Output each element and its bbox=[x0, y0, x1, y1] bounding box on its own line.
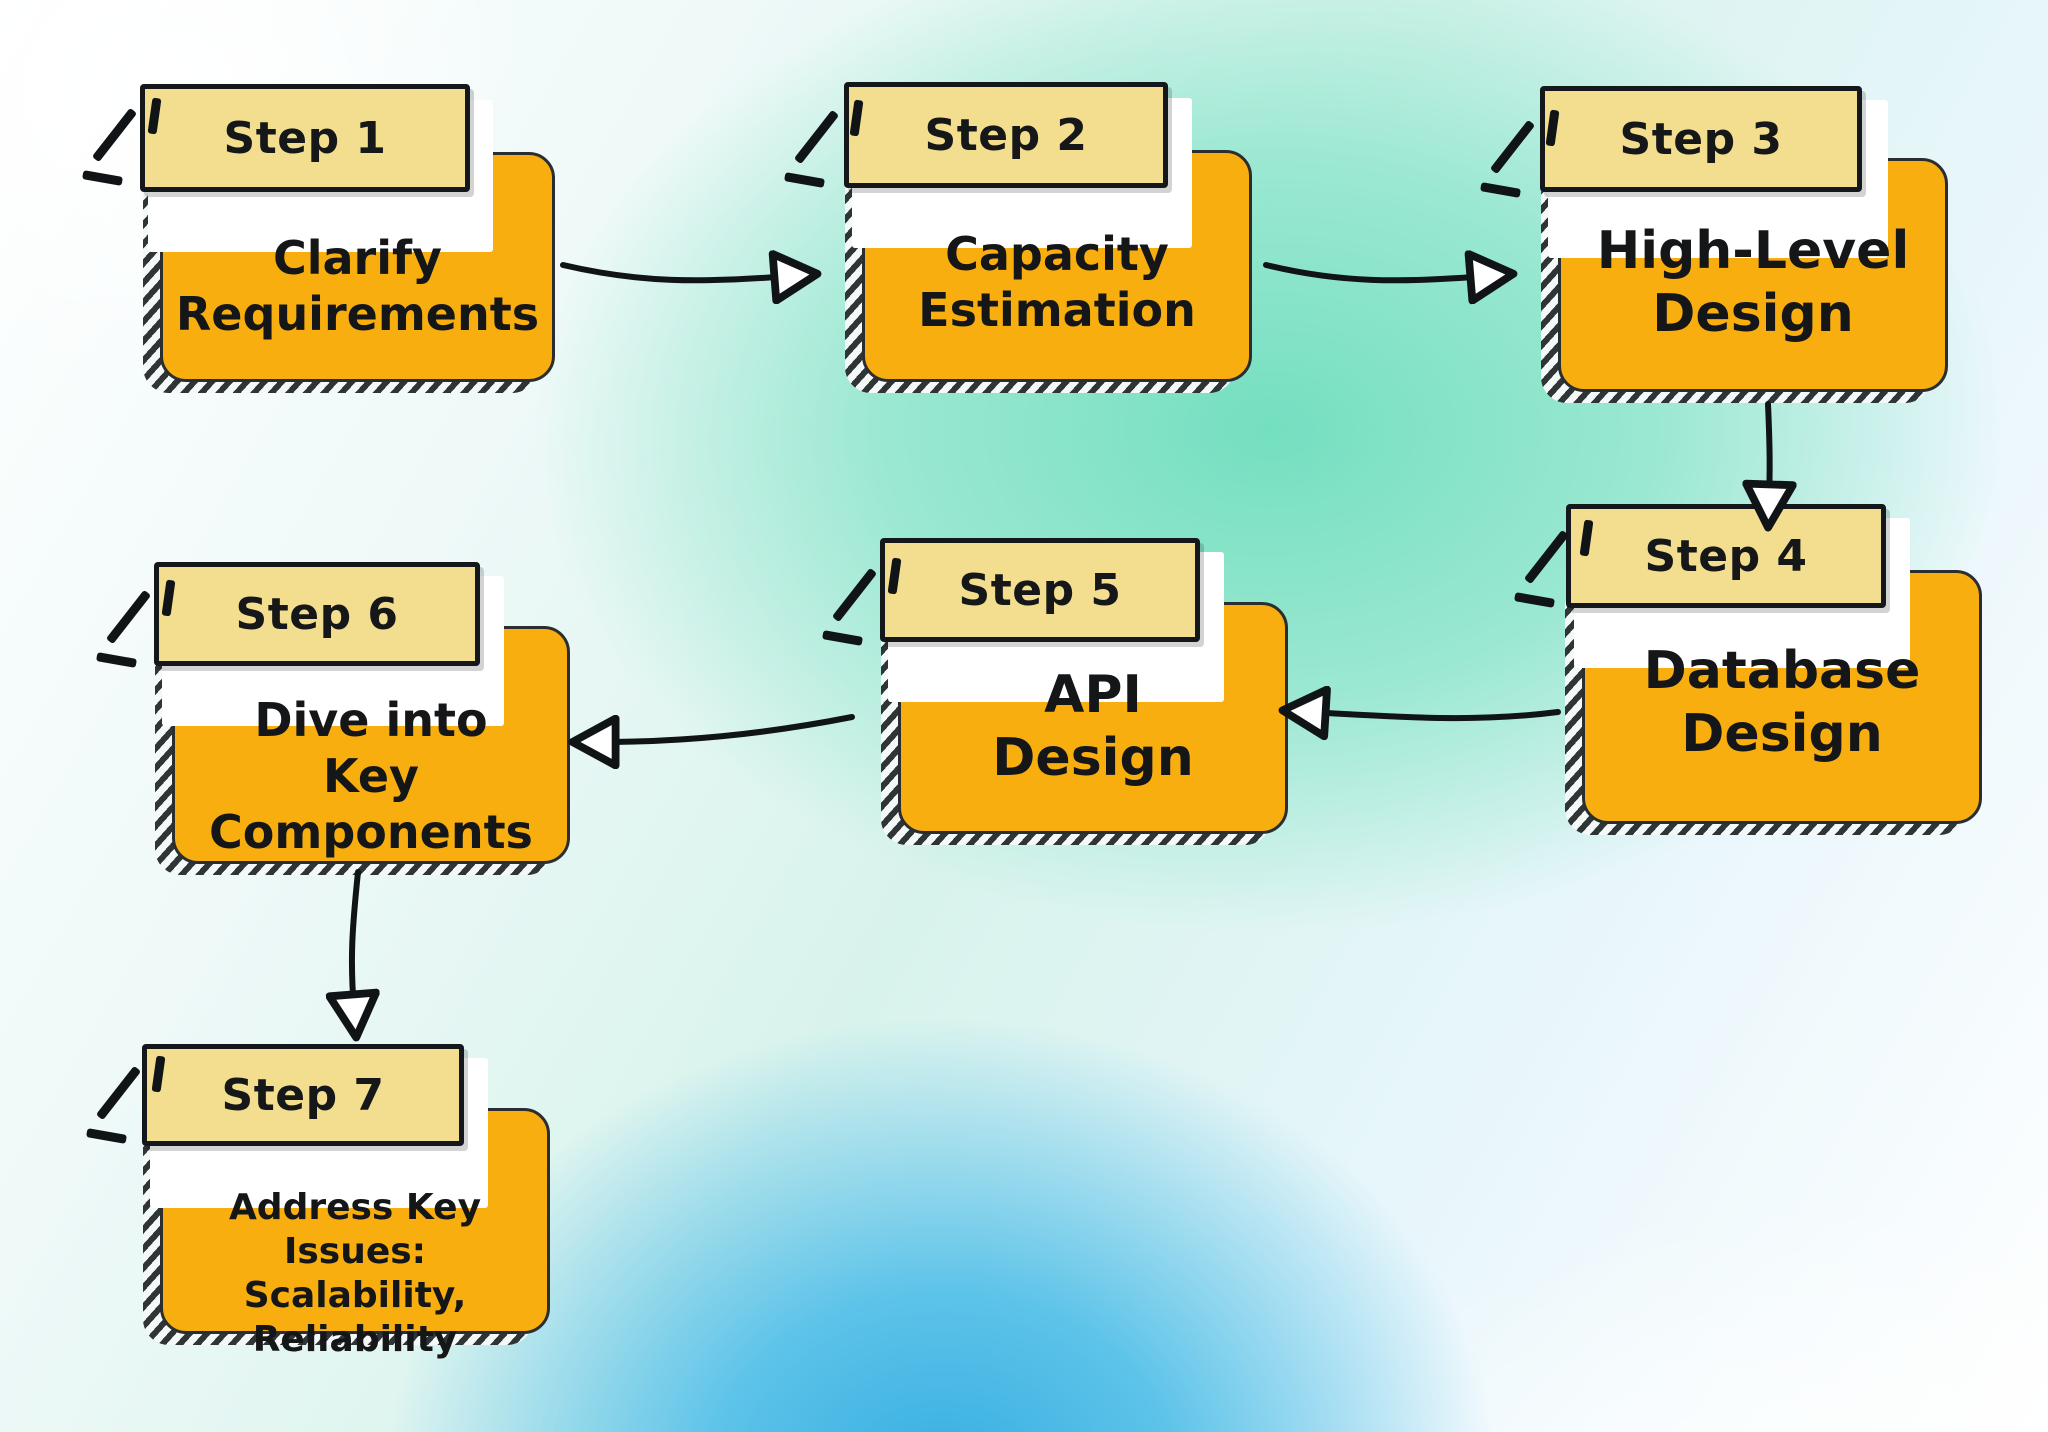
node-label-step6: Dive into Key Components bbox=[209, 693, 533, 860]
sparkle-icon-step2 bbox=[784, 99, 880, 210]
sparkle-icon-step6 bbox=[96, 579, 192, 690]
node-tab-label: Step 3 bbox=[1619, 113, 1783, 165]
edge-step3-step4 bbox=[1768, 401, 1770, 500]
node-tab-step6[interactable]: Step 6 bbox=[154, 562, 480, 666]
node-step6[interactable]: Step 6 Dive into Key Components bbox=[154, 562, 570, 875]
sparkle-icon-step5 bbox=[822, 557, 918, 668]
node-step4[interactable]: Step 4 Database Design bbox=[1565, 504, 1982, 835]
node-step7[interactable]: Step 7 Address Key Issues: Scalability, … bbox=[142, 1044, 550, 1360]
node-tab-label: Step 2 bbox=[924, 109, 1088, 161]
node-label-step4: Database Design bbox=[1643, 641, 1921, 765]
node-label-step1: Clarify Requirements bbox=[175, 231, 540, 342]
edge-step4-step5 bbox=[1310, 712, 1561, 718]
node-tab-step7[interactable]: Step 7 bbox=[142, 1044, 464, 1146]
node-tab-step2[interactable]: Step 2 bbox=[844, 82, 1168, 188]
node-step1[interactable]: Step 1 Clarify Requirements bbox=[140, 84, 555, 393]
node-label-step3: High-Level Design bbox=[1596, 221, 1910, 345]
node-label-step5: API Design bbox=[992, 665, 1194, 789]
edge-step2-step3 bbox=[1263, 265, 1486, 280]
node-tab-label: Step 6 bbox=[235, 588, 399, 640]
node-tab-step5[interactable]: Step 5 bbox=[880, 538, 1200, 642]
node-tab-label: Step 1 bbox=[223, 112, 387, 164]
node-tab-step3[interactable]: Step 3 bbox=[1540, 86, 1862, 192]
sparkle-icon-step4 bbox=[1514, 519, 1610, 630]
node-step3[interactable]: Step 3 High-Level Design bbox=[1540, 86, 1948, 403]
node-label-step2: Capacity Estimation bbox=[918, 227, 1196, 338]
edge-step5-step6 bbox=[600, 714, 855, 742]
node-label-step7: Address Key Issues: Scalability, Reliabi… bbox=[228, 1187, 482, 1360]
node-tab-step4[interactable]: Step 4 bbox=[1566, 504, 1886, 608]
sparkle-icon-step1 bbox=[82, 97, 178, 208]
node-tab-label: Step 5 bbox=[958, 564, 1122, 616]
node-step2[interactable]: Step 2 Capacity Estimation bbox=[844, 82, 1252, 393]
sparkle-icon-step7 bbox=[86, 1055, 182, 1166]
node-step5[interactable]: Step 5 API Design bbox=[880, 538, 1288, 845]
node-tab-step1[interactable]: Step 1 bbox=[140, 84, 470, 192]
node-tab-label: Step 7 bbox=[221, 1069, 385, 1121]
sparkle-icon-step3 bbox=[1480, 109, 1576, 220]
edge-step6-step7 bbox=[352, 869, 358, 1010]
node-tab-label: Step 4 bbox=[1644, 530, 1808, 582]
edge-step1-step2 bbox=[560, 265, 790, 280]
